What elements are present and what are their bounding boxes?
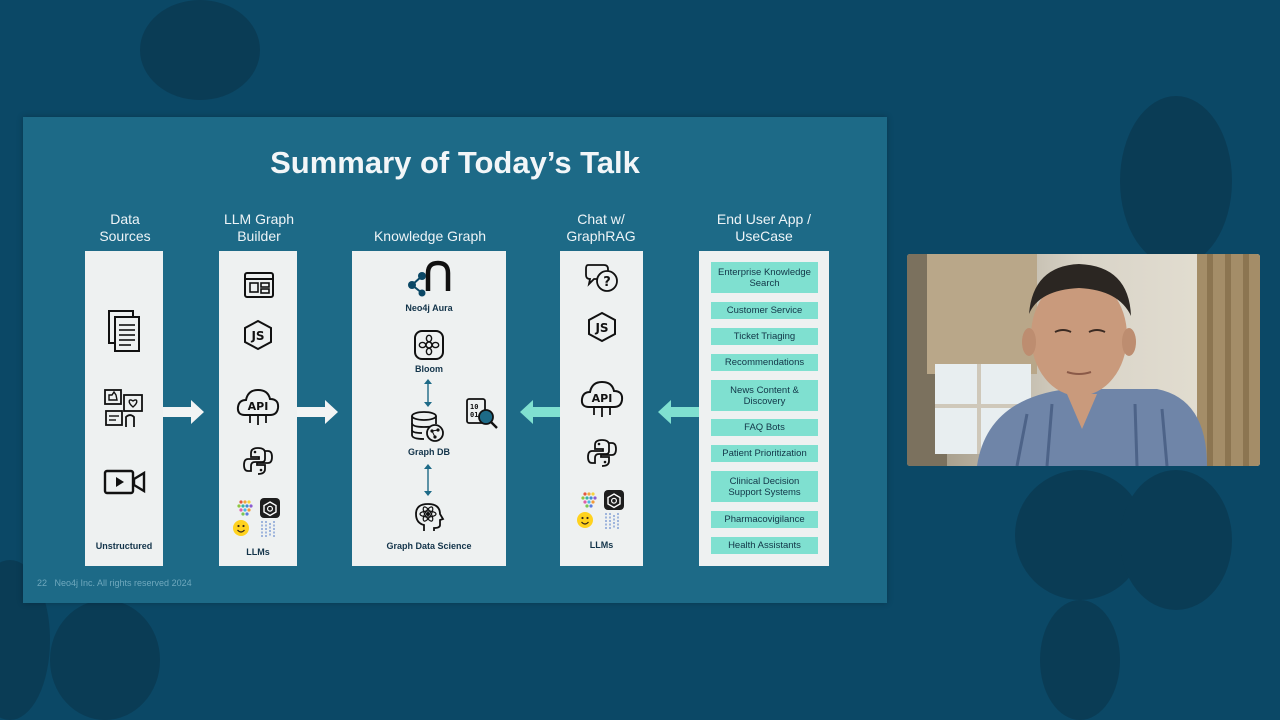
usecase-item: Pharmacovigilance bbox=[711, 511, 818, 528]
end-user-app-card: Enterprise Knowledge Search Customer Ser… bbox=[699, 251, 829, 566]
column-title-line: GraphRAG bbox=[566, 228, 636, 244]
llm-logos-icon bbox=[233, 498, 280, 537]
svg-text:10: 10 bbox=[470, 403, 478, 411]
neo4j-logo-icon bbox=[408, 260, 451, 297]
background-shape bbox=[1120, 96, 1232, 266]
neo4j-aura-label: Neo4j Aura bbox=[405, 303, 453, 313]
svg-text:01: 01 bbox=[470, 411, 478, 419]
app-window-icon bbox=[244, 272, 274, 298]
usecase-item: FAQ Bots bbox=[711, 419, 818, 436]
background-shape bbox=[1040, 600, 1120, 720]
data-sources-card: Unstructured bbox=[85, 251, 163, 566]
slide-title: Summary of Today’s Talk bbox=[270, 145, 640, 180]
bloom-icon bbox=[414, 330, 444, 360]
svg-text:API: API bbox=[592, 392, 613, 405]
graph-db-label: Graph DB bbox=[407, 447, 450, 457]
column-title-line: LLM Graph bbox=[223, 211, 295, 227]
graph-data-science-label: Graph Data Science bbox=[386, 541, 472, 551]
usecase-item: Ticket Triaging bbox=[711, 328, 818, 345]
usecase-item: Patient Prioritization bbox=[711, 445, 818, 462]
bloom-label: Bloom bbox=[415, 364, 443, 374]
background-shape bbox=[50, 600, 160, 720]
column-title-line: UseCase bbox=[735, 228, 793, 244]
flow-arrow-left bbox=[520, 400, 561, 424]
api-cloud-icon: API bbox=[580, 380, 624, 417]
flow-arrow-right bbox=[163, 400, 204, 424]
chat-llms-label: LLMs bbox=[589, 540, 614, 550]
llm-logos-icon bbox=[577, 490, 624, 529]
svg-text:API: API bbox=[248, 400, 269, 413]
graph-database-icon bbox=[411, 411, 444, 442]
llm-graph-builder-card: JS API LLMs bbox=[219, 251, 297, 566]
column-title-data-sources: Data Sources bbox=[85, 211, 165, 245]
document-icon bbox=[108, 310, 140, 352]
python-icon bbox=[243, 447, 273, 475]
column-title-line: End User App / bbox=[716, 211, 812, 227]
background-shape bbox=[140, 0, 260, 100]
double-arrow-icon bbox=[424, 379, 432, 407]
usecase-item: Recommendations bbox=[711, 354, 818, 371]
column-title-knowledge-graph: Knowledge Graph bbox=[353, 228, 507, 245]
column-title-line: Data bbox=[110, 211, 140, 227]
column-title-line: Knowledge Graph bbox=[373, 228, 487, 244]
presentation-slide: Summary of Today’s Talk Data Sources LLM… bbox=[23, 117, 887, 603]
javascript-icon: JS bbox=[588, 311, 616, 343]
api-cloud-icon: API bbox=[236, 388, 280, 425]
column-title-line: Sources bbox=[99, 228, 151, 244]
flow-arrow-right bbox=[297, 400, 338, 424]
javascript-icon: JS bbox=[244, 319, 272, 351]
python-icon bbox=[587, 439, 617, 467]
chat-question-icon: ? bbox=[585, 264, 618, 292]
usecase-item: News Content & Discovery bbox=[711, 380, 818, 411]
column-title-line: Chat w/ bbox=[577, 211, 625, 227]
usecase-item: Clinical Decision Support Systems bbox=[711, 471, 818, 502]
social-media-icon bbox=[104, 389, 143, 427]
column-title-chat-graphrag: Chat w/ GraphRAG bbox=[551, 211, 651, 245]
svg-text:JS: JS bbox=[250, 329, 264, 343]
chat-graphrag-card: ? JS API bbox=[560, 251, 643, 566]
graph-search-icon: 10 01 bbox=[466, 398, 498, 429]
background-shape bbox=[1120, 470, 1232, 610]
usecase-item: Customer Service bbox=[711, 302, 818, 319]
speaker-video bbox=[907, 254, 1260, 466]
column-title-end-user-app: End User App / UseCase bbox=[693, 211, 835, 245]
knowledge-graph-card: Neo4j Aura Bloom Graph DB bbox=[352, 251, 506, 566]
flow-arrow-left bbox=[658, 400, 699, 424]
column-title-llm-graph-builder: LLM Graph Builder bbox=[209, 211, 309, 245]
double-arrow-icon bbox=[424, 464, 432, 496]
unstructured-label: Unstructured bbox=[95, 541, 153, 551]
svg-text:JS: JS bbox=[594, 321, 608, 335]
column-title-line: Builder bbox=[237, 228, 281, 244]
speaker-video-frame bbox=[907, 254, 1260, 466]
video-camera-icon bbox=[103, 469, 146, 495]
svg-text:?: ? bbox=[603, 275, 611, 290]
builder-llms-label: LLMs bbox=[246, 547, 270, 557]
usecase-item: Health Assistants bbox=[711, 537, 818, 554]
slide-footer: 22 Neo4j Inc. All rights reserved 2024 bbox=[37, 578, 192, 588]
data-science-head-icon bbox=[415, 503, 445, 531]
usecase-item: Enterprise Knowledge Search bbox=[711, 262, 818, 293]
